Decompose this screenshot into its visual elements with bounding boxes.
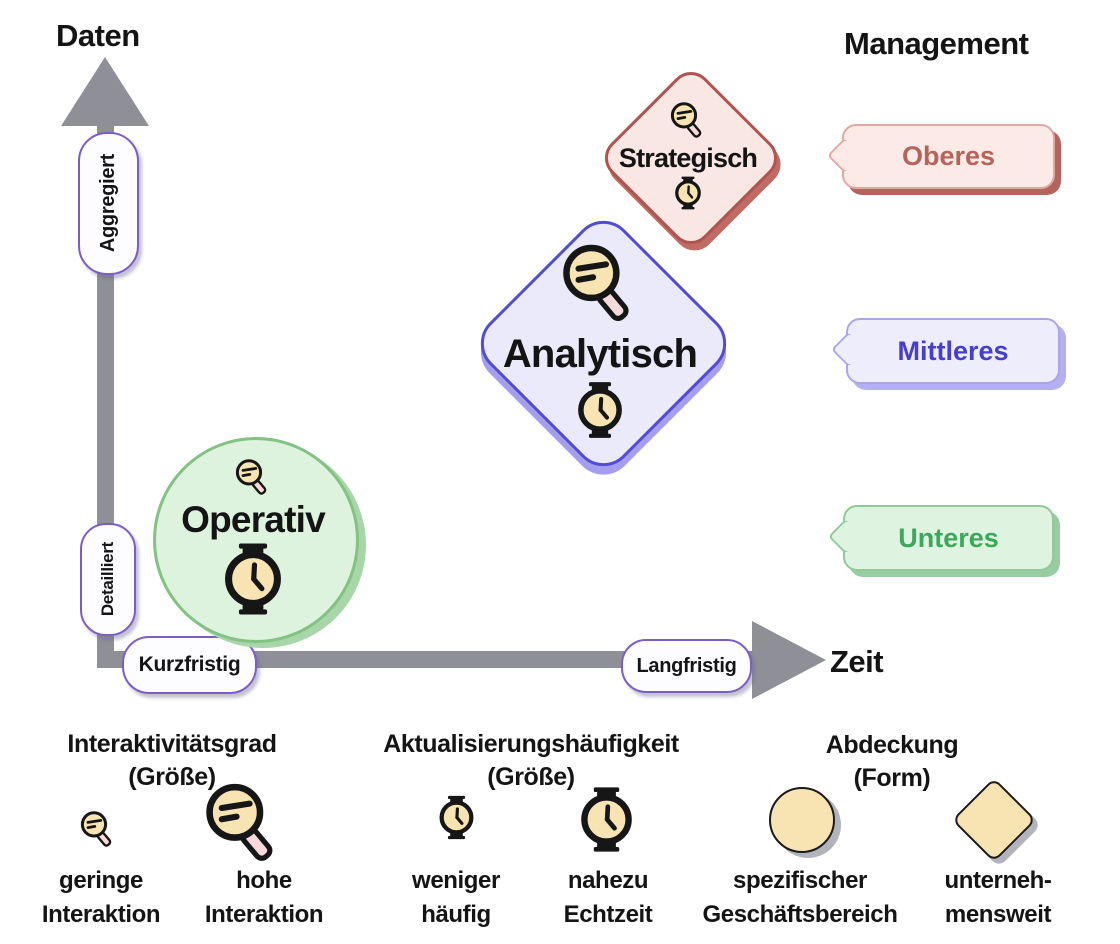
strategisch-node: Strategisch — [598, 65, 778, 245]
analytisch-label: Analytisch — [502, 331, 698, 376]
legend-label-nahezu-echtzeit: nahezu Echtzeit — [564, 864, 653, 931]
legend-title-text: Abdeckung — [825, 731, 959, 759]
watch-small-icon — [671, 176, 705, 210]
x-axis-label-text: Langfristig — [636, 654, 737, 677]
watch-large-icon — [573, 786, 640, 853]
legend-label-line: häufig — [421, 900, 491, 928]
legend-label-line: Geschäftsbereich — [702, 900, 898, 928]
legend-title-interaktivitaetsgrad: Interaktivitätsgrad (Größe) — [67, 728, 277, 794]
watch-large-icon — [216, 542, 290, 616]
magnifier-small-icon — [233, 458, 273, 498]
legend-title-text: Aktualisierungshäufigkeit — [383, 730, 679, 758]
legend-label-line: Interaktion — [204, 900, 324, 928]
legend-label-geringe-interaktion: geringe Interaktion — [41, 864, 161, 931]
legend-label-line: Interaktion — [41, 900, 161, 928]
y-axis-title: Daten — [56, 18, 140, 53]
operativ-node: Operativ — [153, 437, 353, 637]
y-axis-label-text: Aggregiert — [97, 154, 119, 253]
badge-label: Oberes — [901, 141, 996, 171]
circle-shape-icon — [769, 787, 835, 853]
x-axis-label-kurzfristig: Kurzfristig — [122, 636, 257, 694]
x-axis-arrowhead-icon — [752, 621, 826, 699]
legend-subtitle-text: (Größe) — [128, 763, 216, 791]
legend-label-line: geringe — [59, 867, 143, 894]
management-level-oberes: Oberes — [842, 124, 1055, 189]
legend-label-line: mensweit — [944, 900, 1052, 928]
magnifier-small-icon — [78, 810, 118, 850]
badge-label: Mittleres — [897, 335, 1009, 366]
analytisch-node: Analytisch — [468, 208, 732, 472]
badge-label: Unteres — [898, 522, 999, 553]
x-axis-title: Zeit — [830, 644, 884, 679]
legend-title-abdeckung: Abdeckung (Form) — [826, 729, 959, 795]
legend-label-line: weniger — [412, 867, 500, 894]
strategisch-label: Strategisch — [618, 142, 758, 173]
legend-label-weniger-haeufig: weniger häufig — [412, 864, 500, 931]
y-axis-label-aggregiert: Aggregiert — [78, 132, 139, 275]
magnifier-small-icon — [668, 101, 708, 141]
legend-label-line: spezifischer — [733, 867, 867, 894]
legend-subtitle-text: (Form) — [853, 764, 931, 792]
diamond-shape-icon — [951, 777, 1037, 863]
legend-label-unternehmensweit: unterneh- mensweit — [944, 864, 1051, 931]
operativ-label: Operativ — [181, 499, 326, 540]
management-level-unteres: Unteres — [843, 505, 1054, 571]
legend-label-hohe-interaktion: hohe Interaktion — [204, 864, 324, 931]
magnifier-large-icon — [557, 242, 643, 328]
management-title: Management — [844, 26, 1029, 61]
magnifier-large-icon — [200, 781, 287, 868]
y-axis-label-detailliert: Detailliert — [80, 523, 136, 636]
watch-medium-icon — [571, 381, 629, 439]
legend-title-aktualisierungshaeufigkeit: Aktualisierungshäufigkeit (Größe) — [383, 728, 679, 794]
management-level-mittleres: Mittleres — [846, 318, 1060, 384]
legend-title-text: Interaktivitätsgrad — [67, 730, 277, 758]
legend-label-line: nahezu — [567, 867, 649, 894]
legend-subtitle-text: (Größe) — [487, 763, 575, 791]
x-axis-label-text: Kurzfristig — [138, 653, 241, 676]
y-axis-label-text: Detailliert — [98, 542, 117, 617]
x-axis-label-langfristig: Langfristig — [621, 639, 752, 693]
watch-small-icon — [434, 795, 479, 840]
legend-label-line: unterneh- — [944, 867, 1052, 894]
legend-label-spezifischer-geschaeftsbereich: spezifischer Geschäftsbereich — [702, 864, 897, 931]
legend-label-line: Echtzeit — [563, 900, 653, 928]
legend-label-line: hohe — [236, 867, 292, 894]
x-axis-line — [97, 651, 755, 668]
y-axis-arrowhead-icon — [61, 57, 149, 126]
